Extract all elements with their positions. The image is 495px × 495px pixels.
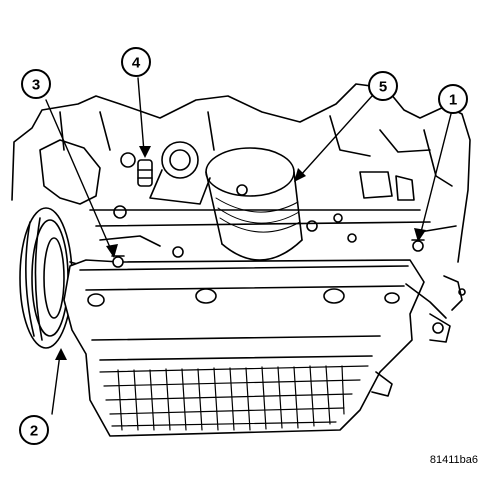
svg-text:4: 4 <box>132 55 141 72</box>
callout-5: 5 <box>368 71 398 101</box>
svg-text:5: 5 <box>379 79 387 96</box>
svg-text:1: 1 <box>449 92 457 109</box>
oil-pan-grid <box>99 365 369 431</box>
callout-2: 2 <box>19 415 49 445</box>
leader-lines <box>45 77 453 415</box>
oil-pressure-sensor <box>137 159 153 187</box>
callout-4: 4 <box>121 47 151 77</box>
oil-pan <box>63 239 451 437</box>
svg-text:2: 2 <box>30 423 38 440</box>
callout-3: 3 <box>21 69 51 99</box>
callout-1: 1 <box>438 84 468 114</box>
oil-filter <box>205 147 303 261</box>
figure-id: 81411ba6 <box>430 454 478 466</box>
leader-arrowheads <box>55 146 426 360</box>
oil-filter-adapter <box>149 141 211 205</box>
svg-text:3: 3 <box>32 77 40 94</box>
engine-block <box>11 83 471 311</box>
